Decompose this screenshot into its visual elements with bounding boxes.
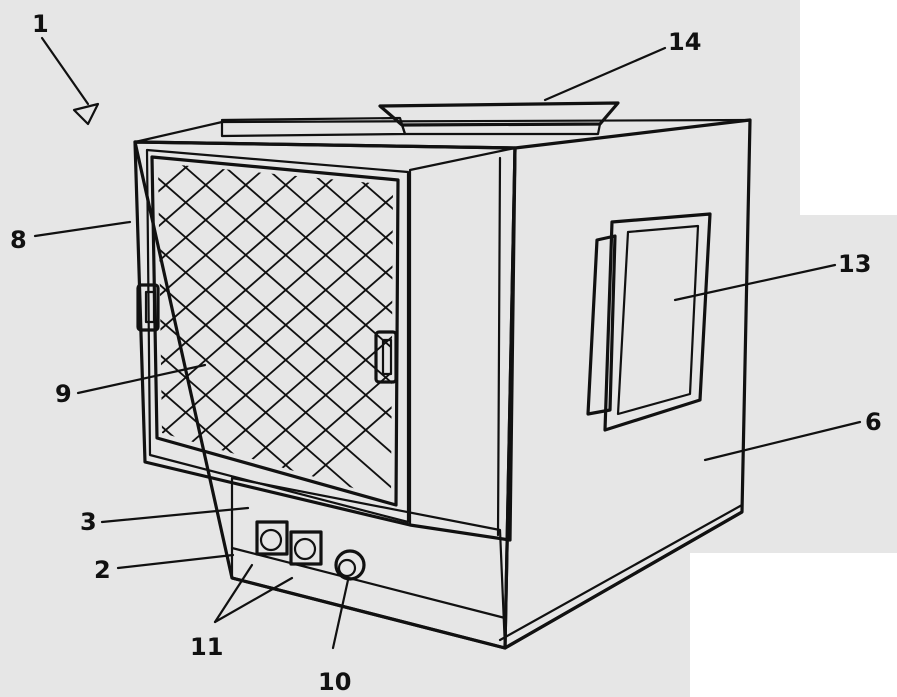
cabinet: [133, 116, 752, 650]
leader-lines: [33, 46, 862, 650]
leader-13: [673, 263, 837, 302]
label-6: 6: [865, 408, 882, 436]
left-handle: [136, 283, 160, 332]
label-14: 14: [668, 28, 701, 56]
label-10: 10: [318, 668, 351, 696]
leader-9: [76, 363, 207, 395]
base-line: [231, 576, 506, 650]
side-window-back-frame: [586, 234, 617, 416]
leader-14: [543, 46, 667, 102]
label-8: 8: [10, 226, 27, 254]
label-3: 3: [80, 508, 97, 536]
right-handle: [374, 330, 398, 384]
control-panel: [255, 520, 366, 581]
label-2: 2: [94, 556, 111, 584]
leader-6: [703, 420, 862, 462]
switch-2: [289, 530, 323, 566]
switch-1: [255, 520, 289, 556]
mesh-frame: [150, 155, 400, 507]
door-edge-line: [496, 156, 502, 537]
reference-labels: 1 14 8 13 9 6 3 2 11 10: [10, 10, 882, 696]
leader-3: [100, 506, 250, 524]
label-1: 1: [32, 10, 49, 38]
side-window-frame: [603, 212, 712, 432]
leader-8: [33, 220, 132, 238]
leader-10: [331, 578, 350, 650]
base-bottom-edge-2: [498, 503, 744, 642]
leader-11b: [213, 576, 294, 624]
door-edge: [408, 146, 517, 542]
base-bottom-edge: [504, 510, 743, 650]
door-inner-frame: [145, 148, 410, 524]
label-11: 11: [190, 633, 223, 661]
reference-arrow: [40, 36, 100, 126]
leader-2: [116, 553, 235, 570]
label-9: 9: [55, 380, 72, 408]
base-edge: [230, 546, 507, 620]
knob: [334, 549, 366, 581]
side-window-glass: [616, 224, 700, 416]
leader-11a: [213, 563, 254, 624]
side-window: [586, 212, 712, 432]
top-vent: [378, 101, 620, 136]
label-13: 13: [838, 250, 871, 278]
